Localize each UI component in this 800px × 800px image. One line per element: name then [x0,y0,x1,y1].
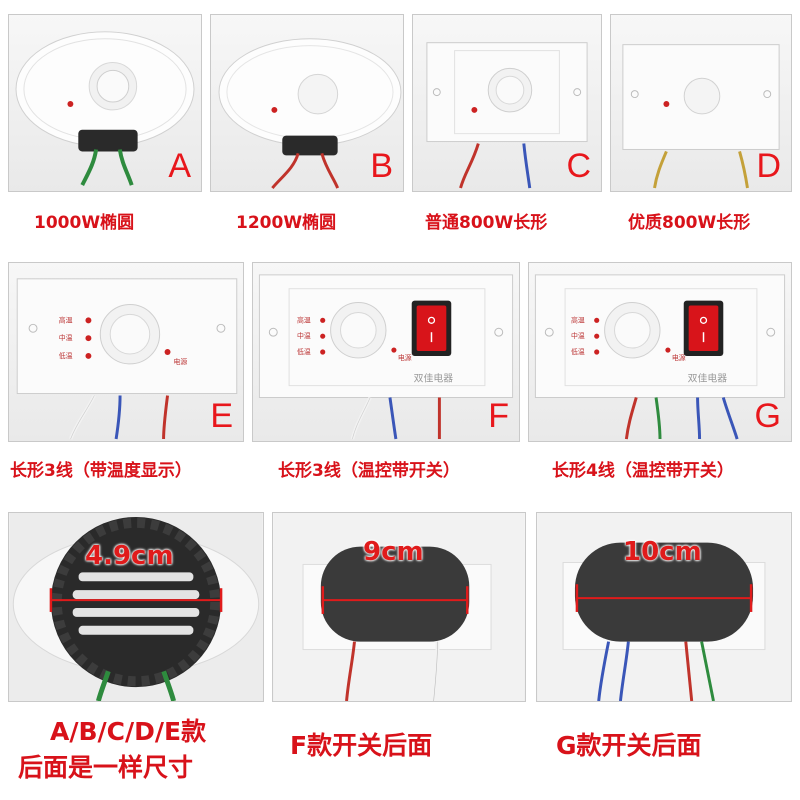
switch-g-back-illustration [537,513,791,701]
caption-b: 1200W椭圆 [236,213,337,233]
g-label-high-temp: 高温 [571,315,585,324]
caption-back-abcde-line2: 后面是一样尺寸 [18,753,194,782]
product-panel-e[interactable]: 高温 中温 低温 电源 E [8,262,244,442]
product-panel-a[interactable]: A [8,14,202,192]
product-panel-d[interactable]: D [610,14,792,192]
rect-plate-f-illustration: 高温 中温 低温 电源 双佳电器 [258,274,514,440]
caption-c: 普通800W长形 [425,213,548,233]
g-label-low-temp: 低温 [571,347,585,356]
product-panel-g[interactable]: 高温 中温 低温 电源 双佳电器 G [528,262,792,442]
panel-letter-f: F [488,397,509,435]
label-power: 电源 [173,357,187,366]
g-label-power: 电源 [672,353,686,362]
back-view-abcde[interactable]: 4.9cm [8,512,264,702]
dimension-label-g: 10cm [623,537,702,567]
rect-plate-d-illustration [622,44,780,189]
caption-g: 长形4线（温控带开关） [552,461,734,481]
panel-letter-g: G [754,397,781,435]
rect-plate-c-illustration [426,42,588,189]
caption-f: 长形3线（温控带开关） [278,461,460,481]
caption-back-f: F款开关后面 [290,731,433,760]
panel-letter-c: C [566,147,591,185]
label-low-temp: 低温 [59,351,73,360]
rect-plate-g-illustration: 高温 中温 低温 电源 双佳电器 [534,274,786,440]
f-label-high-temp: 高温 [297,315,311,324]
rocker-switch-f[interactable] [416,305,447,352]
product-panel-f[interactable]: 高温 中温 低温 电源 双佳电器 F [252,262,520,442]
g-label-mid-temp: 中温 [571,331,585,340]
caption-d: 优质800W长形 [628,213,751,233]
brand-text-g: 双佳电器 [688,372,728,385]
oval-plate-b-illustration [218,38,402,189]
f-label-low-temp: 低温 [297,347,311,356]
rocker-switch-g[interactable] [688,305,719,352]
panel-letter-e: E [210,397,233,435]
brand-text-f: 双佳电器 [414,372,454,385]
panel-letter-b: B [370,147,393,185]
panel-letter-a: A [168,147,191,185]
dimension-label-f: 9cm [363,537,424,567]
caption-back-abcde-line1: A/B/C/D/E款 [50,717,207,746]
rect-plate-e-illustration: 高温 中温 低温 电源 [16,278,238,440]
switch-f-back-illustration [273,513,525,701]
caption-e: 长形3线（带温度显示） [10,461,192,481]
back-view-f[interactable]: 9cm [272,512,526,702]
caption-back-g: G款开关后面 [556,731,702,760]
f-label-power: 电源 [398,353,412,362]
oval-plate-a-illustration [15,31,195,186]
label-mid-temp: 中温 [59,333,73,342]
round-back-cover-illustration [9,513,263,701]
product-panel-c[interactable]: C [412,14,602,192]
caption-a: 1000W椭圆 [34,213,135,233]
panel-letter-d: D [756,147,781,185]
f-label-mid-temp: 中温 [297,331,311,340]
product-panel-b[interactable]: B [210,14,404,192]
dimension-label-abcde: 4.9cm [85,541,174,571]
back-view-g[interactable]: 10cm [536,512,792,702]
label-high-temp: 高温 [59,315,73,324]
